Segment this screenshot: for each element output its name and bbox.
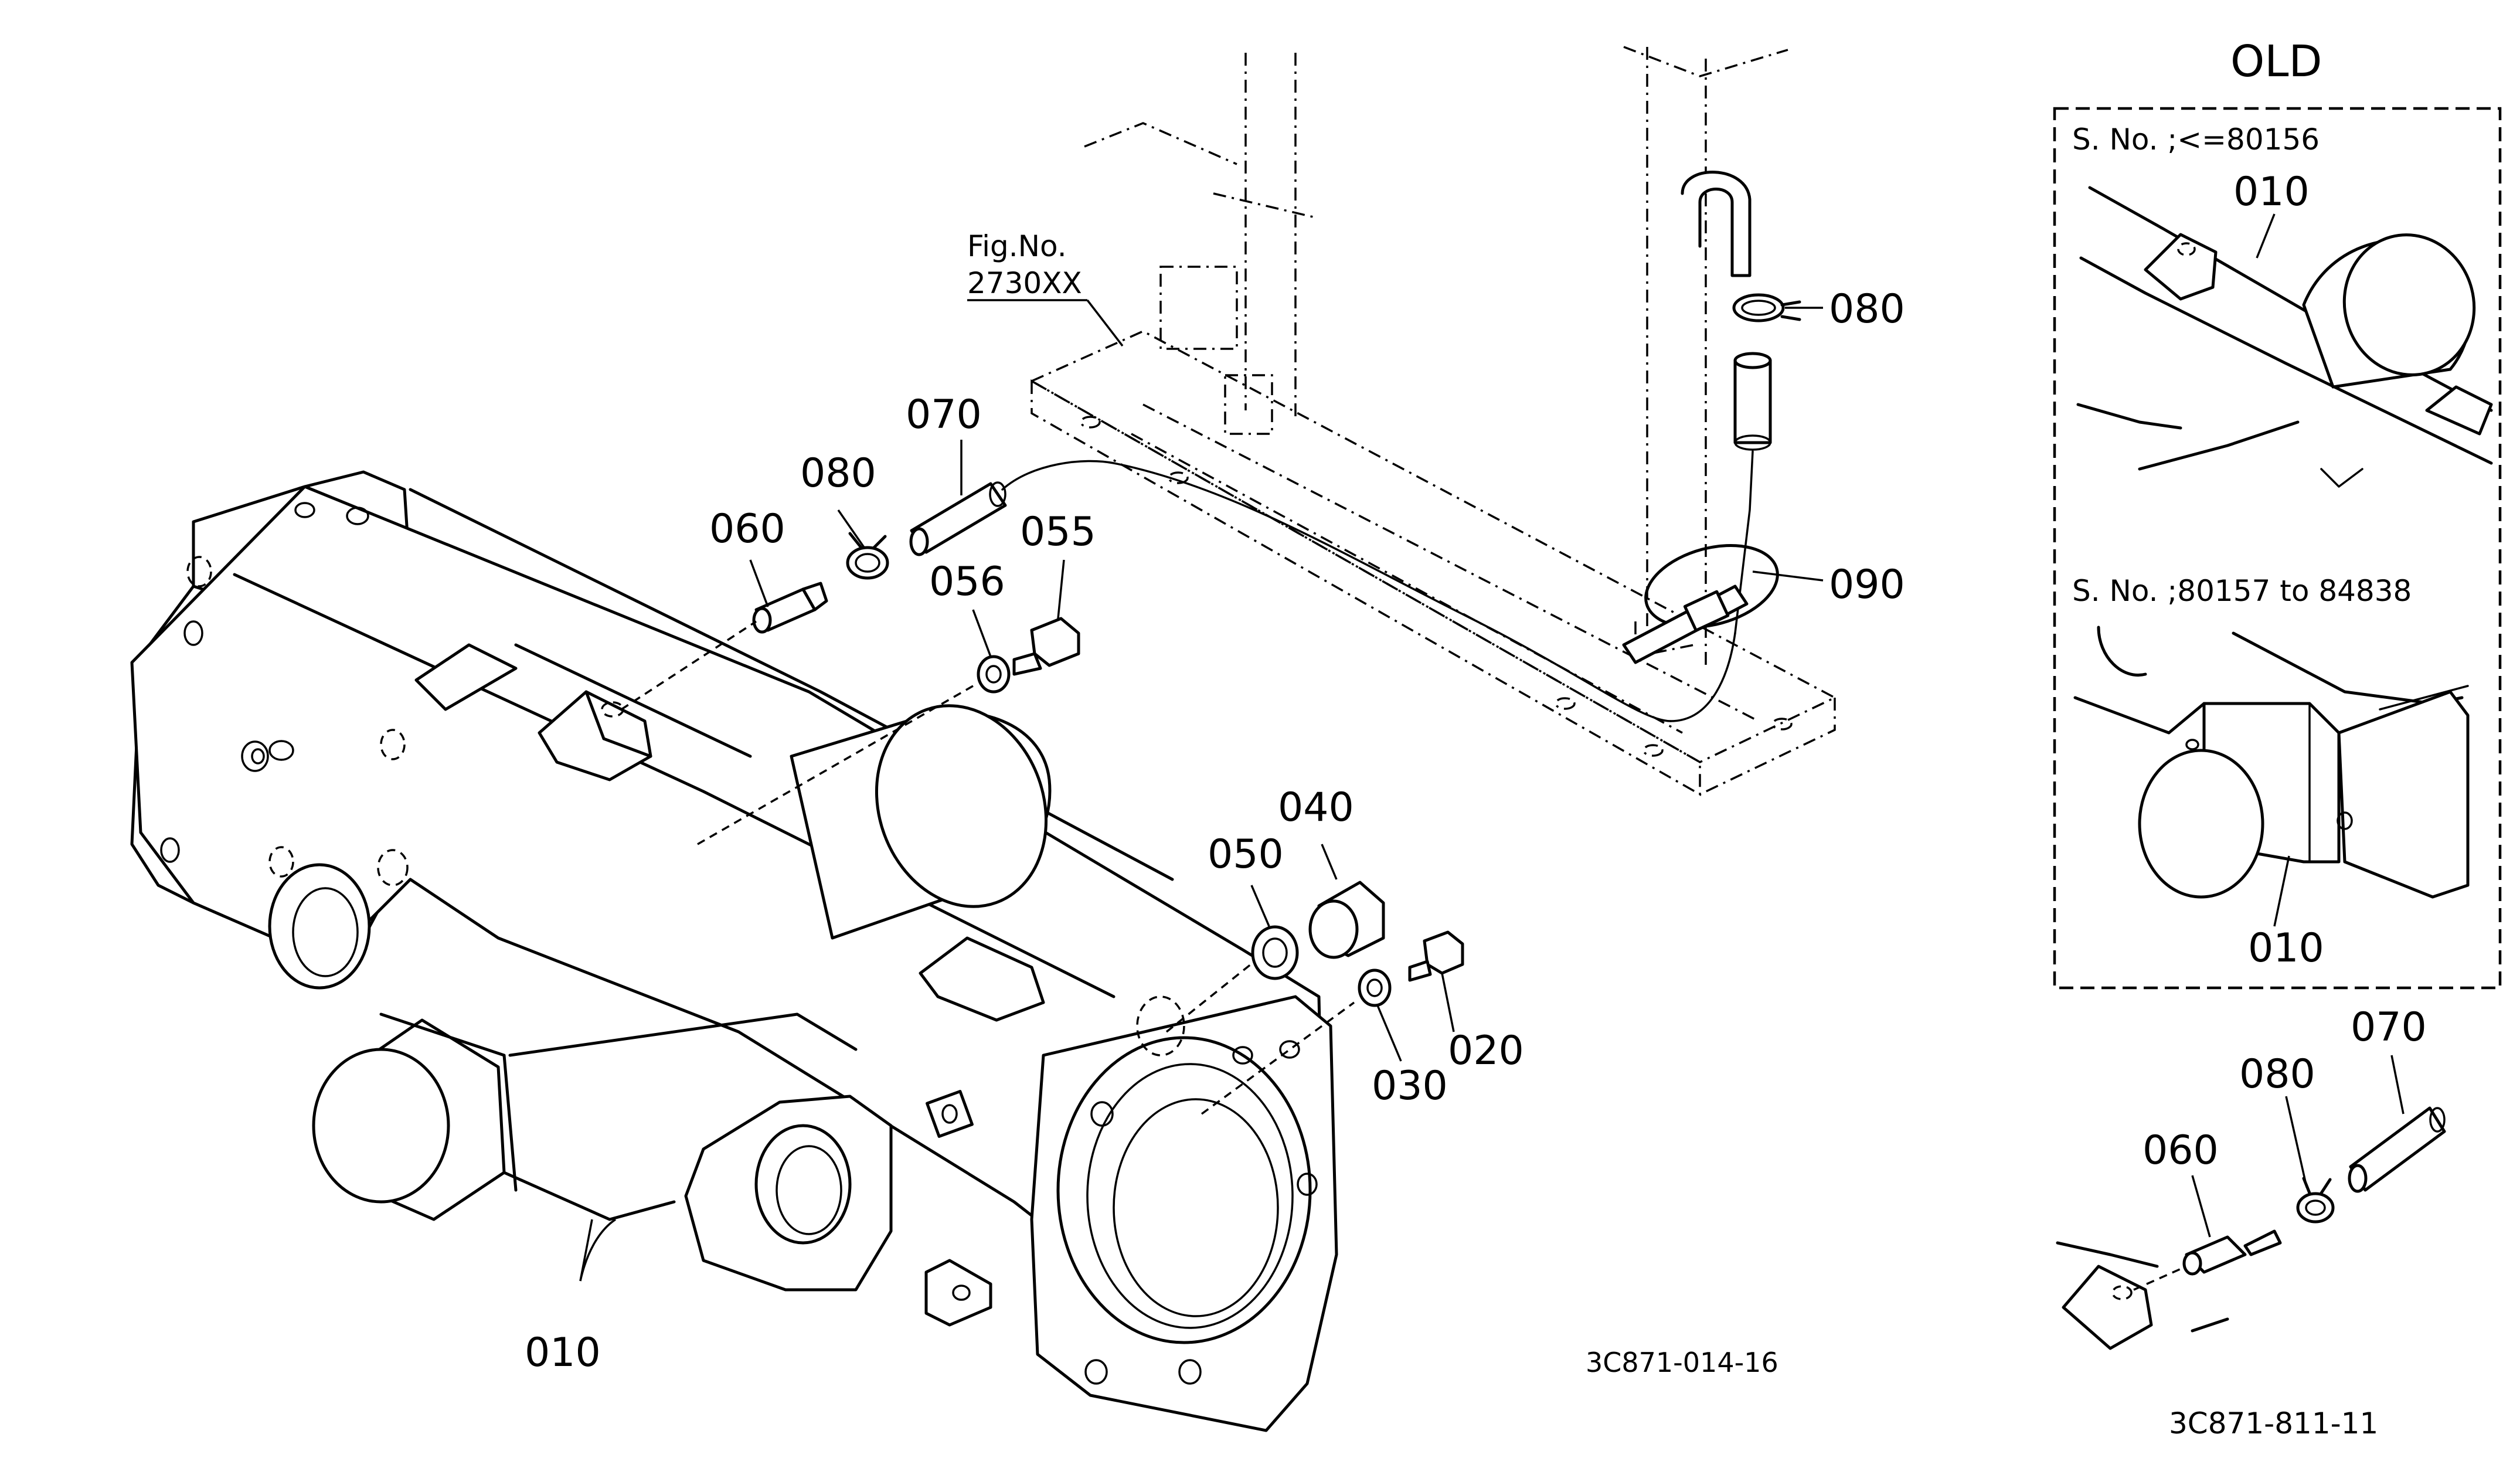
detail-view bbox=[2056, 1055, 2446, 1350]
serial-range-1: S. No. ;<=80156 bbox=[2072, 123, 2320, 157]
part-080-clamp-left bbox=[846, 532, 889, 580]
figure-reference-number: 2730XX bbox=[967, 266, 1082, 300]
figure-reference-label: Fig.No. bbox=[967, 229, 1067, 263]
old-version-2-sketch bbox=[2073, 626, 2470, 899]
frame-plate-assembly bbox=[1029, 46, 1837, 797]
part-055-plug bbox=[1012, 617, 1080, 676]
part-020-plug bbox=[1408, 930, 1464, 982]
serial-range-2-part: 010 bbox=[2248, 925, 2324, 971]
main-drawing-code: 3C871-014-16 bbox=[1586, 1347, 1778, 1378]
axle-housing bbox=[130, 470, 1338, 1432]
callout-080-right: 080 bbox=[1829, 286, 1905, 332]
callout-040: 040 bbox=[1278, 784, 1354, 831]
callout-056: 056 bbox=[929, 559, 1005, 605]
part-050-washer bbox=[1251, 925, 1299, 980]
part-060-fitting bbox=[752, 582, 828, 634]
part-056-washer bbox=[977, 655, 1011, 694]
part-090-cable-tie bbox=[1622, 544, 1779, 664]
old-version-1-sketch bbox=[2076, 186, 2493, 488]
callout-010: 010 bbox=[525, 1330, 601, 1376]
figure-reference: Fig.No. 2730XX bbox=[967, 229, 1124, 347]
part-040-plug bbox=[1308, 881, 1385, 959]
part-030-washer bbox=[1358, 969, 1392, 1007]
callout-020: 020 bbox=[1448, 1028, 1524, 1074]
serial-range-2: S. No. ;80157 to 84838 bbox=[2072, 574, 2412, 608]
callout-030: 030 bbox=[1372, 1063, 1448, 1109]
serial-range-1-part: 010 bbox=[2233, 169, 2310, 215]
callout-070: 070 bbox=[906, 392, 982, 438]
old-panel: OLD S. No. ;<=80156 010 S. No. ;80157 to… bbox=[2053, 36, 2502, 990]
callout-050: 050 bbox=[1208, 831, 1284, 878]
callout-090: 090 bbox=[1829, 562, 1905, 608]
callout-080-left: 080 bbox=[800, 450, 876, 497]
detail-callout-070: 070 bbox=[2351, 1004, 2427, 1051]
part-070-hose-right bbox=[1733, 352, 1772, 634]
detail-drawing-code: 3C871-811-11 bbox=[2169, 1406, 2378, 1440]
callout-060: 060 bbox=[709, 506, 785, 552]
part-080-clamp-right bbox=[1681, 171, 1801, 322]
old-panel-title: OLD bbox=[2230, 36, 2322, 87]
detail-callout-080: 080 bbox=[2239, 1051, 2315, 1097]
callout-055: 055 bbox=[1020, 509, 1096, 555]
detail-callout-060: 060 bbox=[2142, 1127, 2219, 1174]
part-070-hose bbox=[909, 481, 1007, 556]
